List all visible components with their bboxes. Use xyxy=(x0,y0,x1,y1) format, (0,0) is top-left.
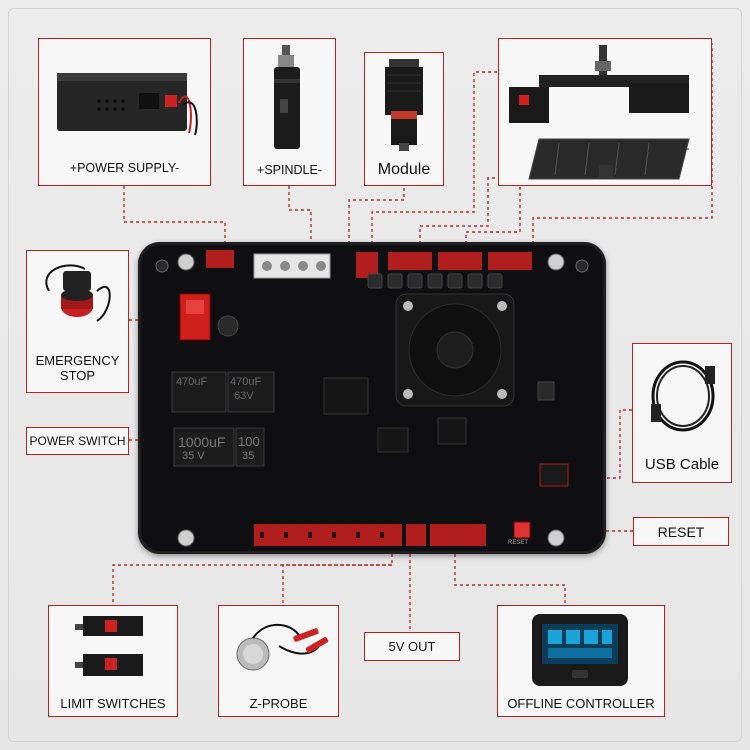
offline-controller-image xyxy=(532,614,628,686)
laser-module-image xyxy=(385,59,423,151)
emergency-stop-panel: EMERGENCY STOP xyxy=(26,250,129,393)
emergency-stop-image xyxy=(45,264,111,322)
control-board: 470uF 470uF 63V 1000uF 35 V 100 35 RESET xyxy=(138,242,606,554)
cap-35: 35 xyxy=(242,450,255,462)
power-switch-label: POWER SWITCH xyxy=(26,427,129,455)
cap-470uf-right: 470uF xyxy=(230,376,262,388)
cap-100: 100 xyxy=(238,434,260,449)
five-v-out-label: 5V OUT xyxy=(364,632,460,661)
offline-controller-panel: OFFLINE CONTROLLER xyxy=(497,605,665,717)
cnc-machine-image xyxy=(509,45,690,180)
module-panel: Module xyxy=(364,52,444,186)
reset-silkscreen: RESET xyxy=(508,540,529,546)
z-probe-image xyxy=(236,623,329,671)
offline-controller-label: OFFLINE CONTROLLER xyxy=(507,696,655,711)
limit-switches-panel: LIMIT SWITCHES xyxy=(48,605,178,717)
spindle-label: +SPINDLE- xyxy=(257,163,322,177)
cnc-machine-panel xyxy=(498,38,712,186)
outer-frame xyxy=(8,8,742,742)
power-supply-panel: +POWER SUPPLY- xyxy=(38,38,211,186)
usb-cable-panel: USB Cable xyxy=(632,343,732,483)
reset-label: RESET xyxy=(633,517,729,546)
usb-cable-label: USB Cable xyxy=(644,456,720,473)
power-supply-image xyxy=(57,73,198,136)
emergency-stop-label: EMERGENCY STOP xyxy=(35,353,120,383)
limit-switches-image xyxy=(75,616,143,676)
usb-cable-image xyxy=(651,360,715,432)
cap-63v: 63V xyxy=(234,390,254,402)
limit-switches-label: LIMIT SWITCHES xyxy=(60,696,166,711)
z-probe-panel: Z-PROBE xyxy=(218,605,339,717)
board-art xyxy=(155,250,589,547)
power-supply-label: +POWER SUPPLY- xyxy=(69,161,180,175)
cap-35v: 35 V xyxy=(182,450,205,462)
module-label: Module xyxy=(377,161,431,178)
cap-470uf: 470uF xyxy=(176,376,208,388)
spindle-panel: +SPINDLE- xyxy=(243,38,336,186)
cap-1000uf: 1000uF xyxy=(178,434,226,450)
spindle-image xyxy=(274,45,300,149)
z-probe-label: Z-PROBE xyxy=(249,696,308,711)
